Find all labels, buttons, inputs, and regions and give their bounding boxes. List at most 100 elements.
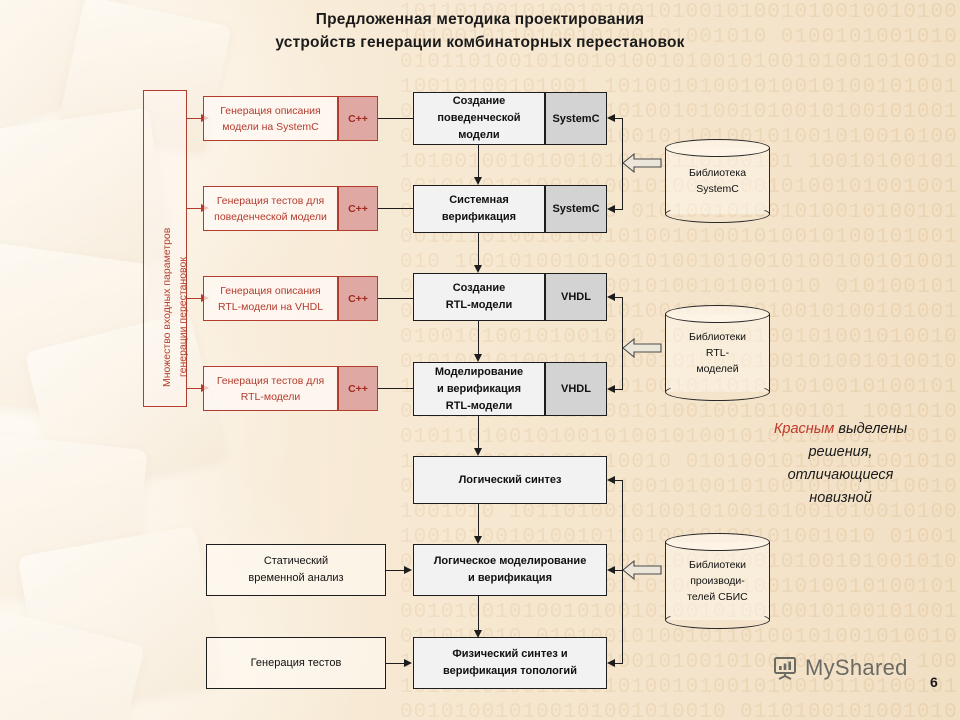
flow-step-4-line-3: RTL-модели — [445, 399, 513, 412]
backend-step-physical-synthesis[interactable]: Физический синтез и верификация топологи… — [413, 637, 607, 689]
generation-step-1[interactable]: Генерация описания модели на SystemC — [203, 96, 338, 141]
presentation-chart-icon — [772, 655, 798, 681]
testgen-to-physical-line — [386, 663, 406, 665]
testgen-to-physical-arrow — [404, 659, 412, 667]
generation-step-2-line-2: поведенческой модели — [214, 210, 327, 223]
side-step-static-timing-analysis[interactable]: Статический временной анализ — [206, 544, 386, 596]
side-step-test-generation[interactable]: Генерация тестов — [206, 637, 386, 689]
backend-step-3-line-2: верификация топологий — [443, 665, 577, 677]
flow-4-to-synthesis-line — [478, 416, 480, 448]
backend-step-2-line-1: Логическое моделирование — [433, 555, 587, 567]
flow-step-2-line-2: верификация — [441, 211, 517, 223]
backend-step-logic-synthesis[interactable]: Логический синтез — [413, 456, 607, 504]
rtl-bus-to-step4 — [614, 389, 623, 391]
flow-3-to-4-arrow — [474, 354, 482, 362]
library-systemc-bottom — [665, 205, 770, 223]
generation-step-4-language-tag: C++ — [338, 366, 378, 411]
generation-step-3[interactable]: Генерация описания RTL-модели на VHDL — [203, 276, 338, 321]
flow-step-create-rtl-model[interactable]: Создание RTL-модели — [413, 273, 545, 321]
rtl-bus-to-step4-arrow — [607, 385, 615, 393]
gen-3-to-flow-3-line — [378, 298, 413, 300]
systemc-bus-to-step2 — [614, 209, 623, 211]
flow-step-3-language: VHDL — [545, 273, 607, 321]
library-rtl-block-arrow — [622, 337, 662, 359]
slide-title-line-1: Предложенная методика проектирования — [315, 11, 645, 28]
library-rtl-body — [665, 314, 770, 392]
page-number: 6 — [930, 674, 938, 690]
systemc-bus-to-step1-arrow — [607, 114, 615, 122]
flow-step-1-line-1: Создание — [452, 95, 506, 107]
synthesis-to-logic-sim-arrow — [474, 536, 482, 544]
flow-step-3-line-1: Создание — [452, 282, 506, 294]
rtl-bus-to-step3 — [614, 297, 623, 299]
library-3-line-3: телей СБИС — [687, 591, 748, 603]
flow-step-1-line-3: модели — [458, 129, 500, 141]
flow-step-system-verification[interactable]: Системная верификация — [413, 185, 545, 233]
flow-1-to-2-arrow — [474, 177, 482, 185]
gen-4-to-flow-4-line — [378, 388, 413, 390]
flow-step-2-line-1: Системная — [449, 194, 509, 206]
rtl-bus-to-step3-arrow — [607, 293, 615, 301]
library-vlsi-bottom — [665, 611, 770, 629]
generation-step-4[interactable]: Генерация тестов для RTL-модели — [203, 366, 338, 411]
legend-note-line-1: Красным выделены — [733, 418, 948, 441]
input-to-gen-3-line — [187, 298, 203, 300]
generation-step-4-line-2: RTL-модели — [240, 390, 301, 403]
generation-step-3-line-2: RTL-модели на VHDL — [217, 300, 324, 313]
slide-title: Предложенная методика проектирования уст… — [180, 8, 780, 54]
library-rtl-top — [665, 305, 770, 323]
flow-step-4-line-2: и верификация — [437, 382, 521, 395]
flow-2-to-3-line — [478, 233, 480, 265]
myshared-logo[interactable]: MyShared — [772, 655, 908, 681]
input-to-gen-2-line — [187, 208, 203, 210]
library-systemc-top — [665, 139, 770, 157]
flow-step-1-line-2: поведенческой — [437, 112, 521, 124]
library-vlsi-vendors[interactable]: Библиотеки производи- телей СБИС — [665, 533, 770, 629]
legend-note: Красным выделены решения, отличающиеся н… — [733, 418, 948, 510]
logic-sim-to-physical-arrow — [474, 630, 482, 638]
flow-step-create-behavioral-model[interactable]: Создание поведенческой модели — [413, 92, 545, 145]
legend-note-line-3: отличающиеся — [787, 467, 894, 483]
vendor-bus-to-synthesis — [614, 480, 623, 482]
slide-title-line-2: устройств генерации комбинаторных перест… — [275, 34, 685, 51]
library-1-line-1: Библиотека — [688, 167, 747, 179]
library-rtl-label: Библиотеки RTL- моделей — [665, 305, 770, 401]
side-step-1-line-2: временной анализ — [248, 572, 344, 584]
flow-step-2-language: SystemC — [545, 185, 607, 233]
library-3-line-2: производи- — [690, 575, 745, 587]
vendor-bus-to-physical — [614, 663, 623, 665]
side-step-2-line-1: Генерация тестов — [250, 656, 342, 669]
flow-3-to-4-line — [478, 321, 480, 354]
library-vlsi-top — [665, 533, 770, 551]
library-systemc-label: Библиотека SystemC — [665, 139, 770, 223]
side-step-1-line-1: Статический — [263, 555, 329, 567]
input-parameters-label-line-1: Множество входных параметров — [161, 227, 173, 387]
library-systemc[interactable]: Библиотека SystemC — [665, 139, 770, 223]
library-systemc-body — [665, 148, 770, 214]
vendor-bus-to-logic-sim-arrow — [607, 566, 615, 574]
backend-step-1-line-1: Логический синтез — [458, 473, 562, 486]
systemc-bus-to-step1 — [614, 118, 623, 120]
generation-step-3-line-1: Генерация описания — [220, 284, 321, 297]
library-vlsi-block-arrow — [622, 559, 662, 581]
backend-step-logic-simulation[interactable]: Логическое моделирование и верификация — [413, 544, 607, 596]
input-to-gen-1-line — [187, 118, 203, 120]
gen-1-to-flow-1-line — [378, 118, 413, 120]
myshared-wordmark: MyShared — [805, 655, 908, 680]
vendor-bus-to-logic-sim — [614, 570, 623, 572]
generation-step-1-language-tag: C++ — [338, 96, 378, 141]
flow-4-to-synthesis-arrow — [474, 448, 482, 456]
generation-step-2-line-1: Генерация тестов для — [216, 194, 325, 207]
vendor-bus-to-physical-arrow — [607, 659, 615, 667]
backend-step-2-line-2: и верификация — [468, 572, 552, 584]
generation-step-1-line-1: Генерация описания — [220, 104, 321, 117]
generation-step-3-language-tag: C++ — [338, 276, 378, 321]
sta-to-logic-sim-line — [386, 570, 406, 572]
library-rtl-models[interactable]: Библиотеки RTL- моделей — [665, 305, 770, 401]
generation-step-2[interactable]: Генерация тестов для поведенческой модел… — [203, 186, 338, 231]
legend-note-line-4: новизной — [809, 490, 872, 506]
input-parameters-label-line-2: генерации перестановок — [177, 257, 189, 377]
flow-step-rtl-simulation-verification[interactable]: Моделирование и верификация RTL-модели — [413, 362, 545, 416]
library-2-line-1: Библиотеки — [689, 331, 746, 343]
flow-step-4-line-1: Моделирование — [434, 365, 524, 378]
